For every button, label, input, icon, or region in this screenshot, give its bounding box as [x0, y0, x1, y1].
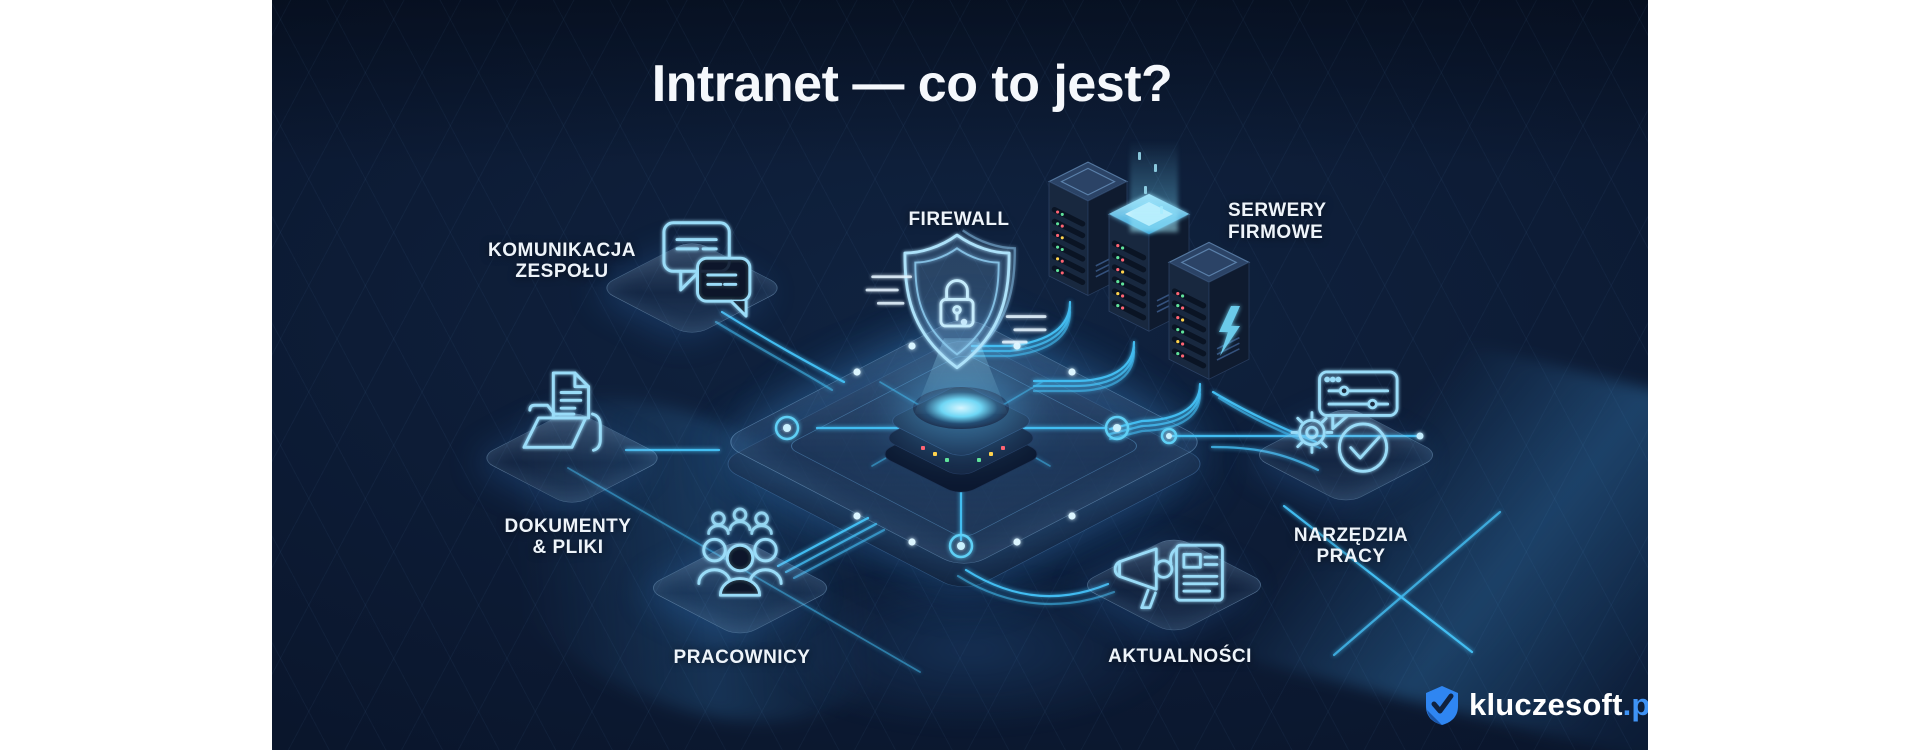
node-label-komunikacja: KOMUNIKACJA ZESPOŁU	[488, 240, 636, 282]
label-line: SERWERY	[1228, 200, 1327, 221]
hub-led	[1001, 446, 1005, 450]
data-bit	[1160, 206, 1163, 214]
label-line: PRACOWNICY	[673, 647, 811, 668]
folder-documents-icon	[522, 371, 602, 452]
node-label-pracownicy: PRACOWNICY	[674, 647, 811, 668]
label-line: DOKUMENTY	[504, 516, 632, 537]
node-label-firewall: FIREWALL	[908, 209, 1009, 230]
data-bit	[1144, 186, 1147, 194]
intranet-infographic: Intranet — co to jest? KOMUNIKACJA ZESPO…	[272, 0, 1648, 750]
megaphone-news-icon	[1113, 543, 1224, 610]
brand-logo: kluczesoft.pl	[1424, 684, 1648, 726]
hub-led	[921, 446, 925, 450]
node-label-aktualnosci: AKTUALNOŚCI	[1108, 646, 1252, 667]
shield-lock-icon	[865, 229, 1047, 370]
hub-led	[945, 458, 949, 462]
data-bit	[1138, 152, 1141, 160]
label-line: ZESPOŁU	[515, 261, 609, 282]
page-title: Intranet — co to jest?	[651, 55, 1173, 113]
data-bit	[1154, 164, 1157, 172]
label-line: PRACY	[1316, 546, 1386, 567]
chat-bubbles-icon	[662, 221, 752, 318]
people-group-icon	[697, 507, 783, 597]
label-line: NARZĘDZIA	[1293, 525, 1409, 546]
work-tools-icon	[1290, 370, 1399, 473]
shield-check-icon	[1426, 686, 1458, 725]
label-line: KOMUNIKACJA	[488, 240, 636, 261]
logo-tld: .pl	[1622, 687, 1648, 722]
logo-text: kluczesoft.pl	[1469, 687, 1648, 723]
hub-led	[977, 458, 981, 462]
node-label-narzedzia: NARZĘDZIA PRACY	[1294, 525, 1408, 567]
hub-led	[989, 452, 993, 456]
label-line: & PLIKI	[532, 537, 604, 558]
hub-glow-ring	[913, 387, 1009, 429]
label-line: FIREWALL	[908, 209, 1010, 230]
node-label-serwery: SERWERY FIRMOWE	[1228, 200, 1327, 244]
logo-brand: kluczesoft	[1469, 687, 1623, 722]
hub-led	[933, 452, 937, 456]
label-line: FIRMOWE	[1228, 222, 1324, 243]
label-line: AKTUALNOŚCI	[1108, 646, 1252, 667]
node-label-dokumenty: DOKUMENTY & PLIKI	[505, 516, 632, 558]
